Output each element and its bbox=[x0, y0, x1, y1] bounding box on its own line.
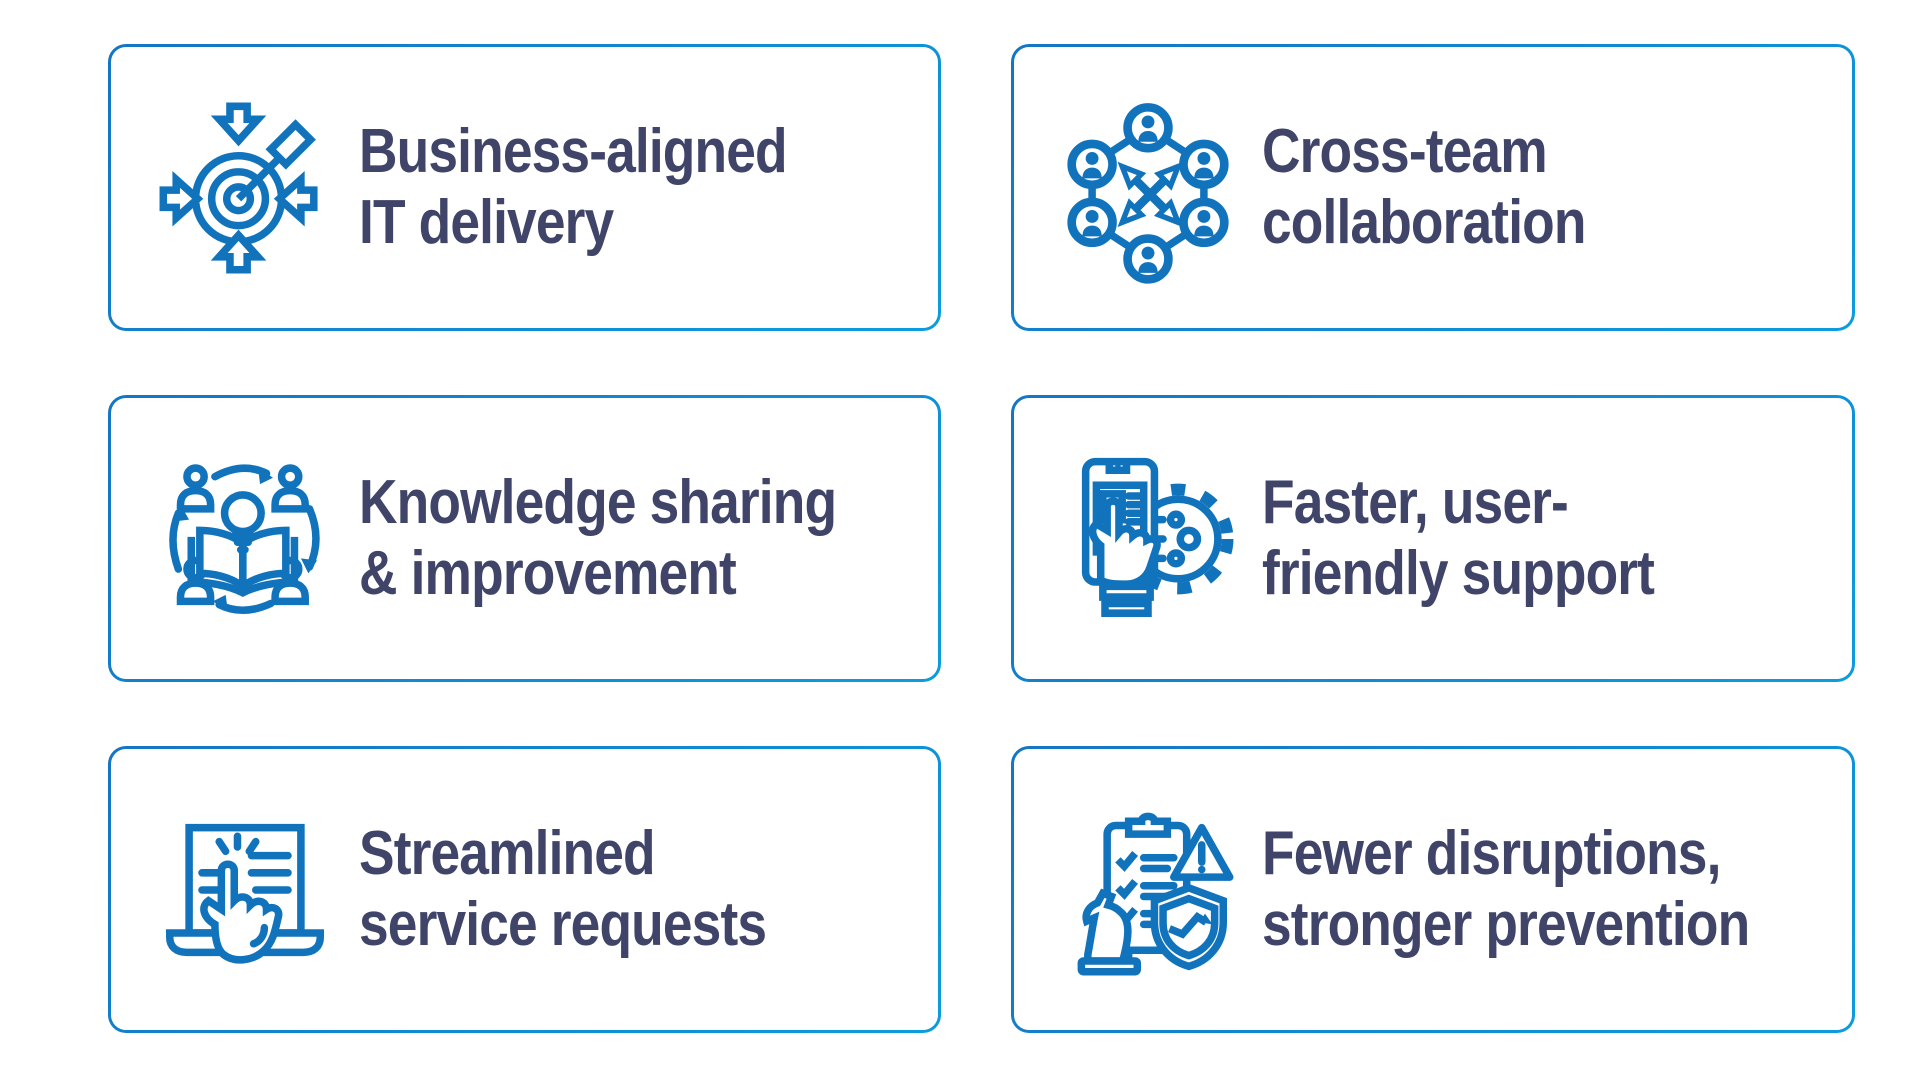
card-title-line1: Fewer disruptions, bbox=[1261, 818, 1721, 888]
card-title-line1: Faster, user- bbox=[1261, 467, 1569, 537]
card-title-line2: friendly support bbox=[1261, 538, 1655, 608]
card-title-line1: Streamlined bbox=[359, 818, 656, 888]
knowledge-sharing-icon bbox=[157, 434, 333, 644]
team-network-icon bbox=[1067, 102, 1229, 284]
clipboard-shield-knight-icon bbox=[1060, 785, 1236, 995]
target-arrows-icon bbox=[159, 102, 318, 273]
target-arrows-icon bbox=[157, 83, 333, 293]
card-business-aligned-it-delivery: Business-aligned IT delivery bbox=[108, 44, 941, 331]
card-streamlined-requests: Streamlined service requests bbox=[108, 746, 941, 1033]
team-network-icon bbox=[1060, 83, 1236, 293]
card-inner: Streamlined service requests bbox=[111, 749, 938, 1030]
card-inner: Faster, user- friendly support bbox=[1013, 398, 1853, 679]
person-nodes bbox=[1067, 102, 1229, 284]
card-title: Knowledge sharing & improvement bbox=[359, 467, 837, 609]
card-inner: Knowledge sharing & improvement bbox=[111, 398, 938, 679]
card-cross-team-collaboration: Cross-team collaboration bbox=[1010, 44, 1856, 331]
card-inner: Business-aligned IT delivery bbox=[111, 47, 938, 328]
card-title: Cross-team collaboration bbox=[1262, 117, 1586, 258]
card-inner: Cross-team collaboration bbox=[1013, 47, 1853, 328]
card-title-line2: collaboration bbox=[1261, 187, 1586, 257]
card-title: Business-aligned IT delivery bbox=[359, 116, 788, 258]
card-title-line2: service requests bbox=[359, 889, 767, 959]
card-inner: Fewer disruptions, stronger prevention bbox=[1013, 749, 1853, 1030]
card-title-line1: Knowledge sharing bbox=[359, 467, 837, 537]
knowledge-sharing-icon bbox=[169, 463, 320, 614]
card-title-line2: stronger prevention bbox=[1261, 889, 1750, 959]
card-knowledge-sharing: Knowledge sharing & improvement bbox=[108, 395, 941, 682]
card-title-line2: IT delivery bbox=[359, 187, 614, 257]
laptop-click-icon bbox=[165, 823, 325, 964]
card-title: Streamlined service requests bbox=[359, 818, 767, 960]
card-title-line1: Business-aligned bbox=[359, 116, 788, 186]
laptop-click-icon bbox=[157, 785, 333, 995]
card-title-line2: & improvement bbox=[359, 538, 737, 608]
card-title-line1: Cross-team bbox=[1261, 116, 1548, 186]
card-title: Fewer disruptions, stronger prevention bbox=[1261, 818, 1750, 960]
card-fewer-disruptions: Fewer disruptions, stronger prevention bbox=[1010, 746, 1856, 1033]
card-faster-support: Faster, user- friendly support bbox=[1010, 395, 1856, 682]
phone-gear-support-icon bbox=[1060, 434, 1236, 644]
clipboard-shield-knight-icon bbox=[1077, 812, 1234, 975]
card-title: Faster, user- friendly support bbox=[1261, 467, 1655, 609]
phone-gear-support-icon bbox=[1081, 457, 1234, 617]
